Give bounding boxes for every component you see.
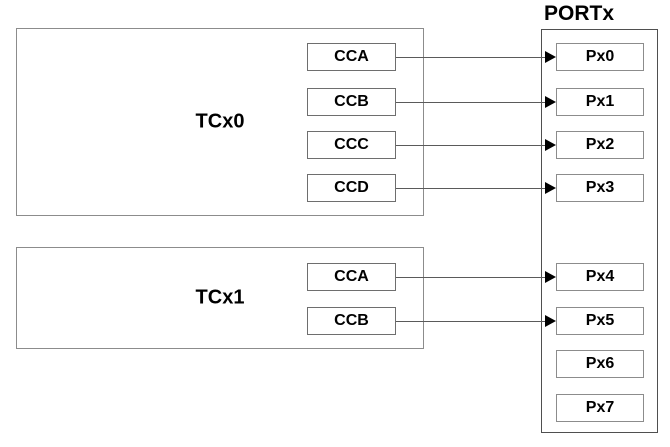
compare-channel-box: CCB (307, 307, 396, 335)
timer-label: TCx1 (195, 286, 245, 309)
arrowhead-icon (545, 182, 556, 194)
connection-line (396, 188, 546, 189)
compare-channel-box: CCD (307, 174, 396, 202)
connection-line (396, 102, 546, 103)
port-pin-box: Px7 (556, 394, 644, 422)
port-pin-box: Px6 (556, 350, 644, 378)
arrowhead-icon (545, 271, 556, 283)
port-pin-box: Px5 (556, 307, 644, 335)
connection-line (396, 277, 546, 278)
port-pin-box: Px4 (556, 263, 644, 291)
port-pin-box: Px1 (556, 88, 644, 116)
compare-channel-box: CCB (307, 88, 396, 116)
arrowhead-icon (545, 51, 556, 63)
arrowhead-icon (545, 96, 556, 108)
arrowhead-icon (545, 315, 556, 327)
port-pin-box: Px2 (556, 131, 644, 159)
connection-line (396, 321, 546, 322)
compare-channel-box: CCA (307, 263, 396, 291)
port-pin-box: Px0 (556, 43, 644, 71)
timer-label: TCx0 (195, 110, 245, 133)
connection-line (396, 145, 546, 146)
arrowhead-icon (545, 139, 556, 151)
compare-channel-box: CCA (307, 43, 396, 71)
compare-channel-box: CCC (307, 131, 396, 159)
port-pin-box: Px3 (556, 174, 644, 202)
connection-line (396, 57, 546, 58)
port-title: PORTx (544, 2, 615, 25)
